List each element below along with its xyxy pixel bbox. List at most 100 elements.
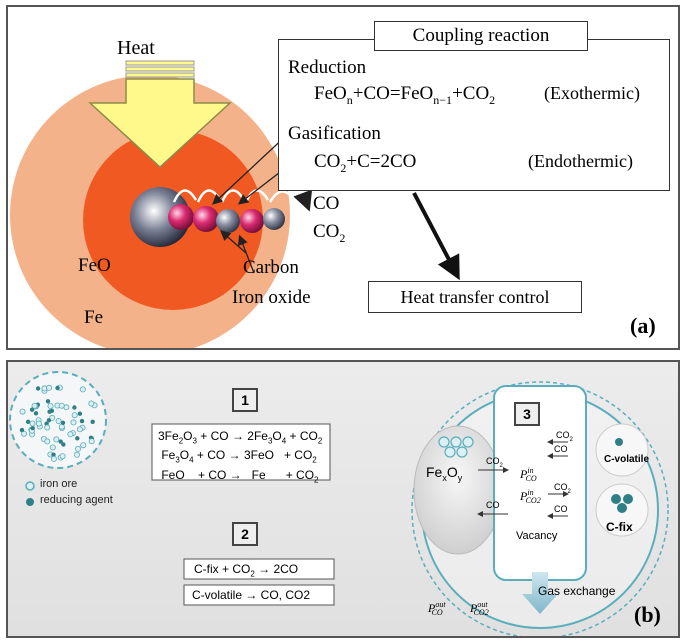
heat-transfer-box: Heat transfer control bbox=[368, 281, 582, 313]
pellet-icon bbox=[9, 371, 107, 469]
heat-label: Heat bbox=[117, 37, 155, 59]
iron-ore-dot bbox=[35, 420, 42, 427]
fexoy-label: FexOy bbox=[426, 464, 463, 483]
cf-co2-label: CO2 bbox=[554, 482, 571, 495]
coupling-reaction-box bbox=[278, 39, 670, 191]
co-out-arrow-label: CO bbox=[486, 500, 500, 510]
reducing-agent-dot bbox=[58, 439, 63, 444]
reducing-agent-dot bbox=[30, 425, 35, 431]
p-co-out: PoutCO bbox=[428, 600, 446, 618]
legend-iron-ore: iron ore bbox=[40, 478, 78, 490]
reducing-agent-dot bbox=[47, 409, 52, 414]
gasification-type: (Endothermic) bbox=[528, 151, 633, 171]
reducing-agent-dot bbox=[60, 420, 66, 425]
heat-arrow-icon bbox=[88, 60, 232, 169]
reducing-agent-dot bbox=[45, 399, 51, 404]
vacancy-label: Vacancy bbox=[516, 530, 558, 542]
panel-a-graphics bbox=[10, 60, 460, 348]
reducing-agent-dot bbox=[55, 385, 60, 391]
reducing-agent-dot bbox=[35, 386, 41, 391]
panel-a: Heat Coupling reaction Reduction FeOn+CO… bbox=[6, 5, 680, 350]
reducing-agent-dot bbox=[75, 436, 80, 441]
iron-ore-dot bbox=[67, 431, 74, 438]
reduction-label: Reduction bbox=[288, 57, 367, 78]
iron-ore-dot bbox=[74, 451, 81, 458]
step2-cfix-reaction: C-fix + CO2 → 2CO bbox=[194, 562, 299, 579]
feo-label: FeO bbox=[78, 255, 111, 276]
carbon-sphere bbox=[216, 209, 240, 233]
iron-ore-dot bbox=[49, 444, 56, 451]
iron-ore-dot bbox=[71, 412, 78, 419]
carbon-sphere bbox=[263, 208, 285, 230]
iron-ore-dot bbox=[20, 430, 27, 437]
reducing-agent-dot bbox=[72, 405, 77, 410]
reduction-type: (Exothermic) bbox=[544, 83, 640, 103]
iron-ore-dot bbox=[46, 384, 53, 391]
co2-in-arrow-label: CO2 bbox=[486, 456, 503, 469]
reducing-agent-dot bbox=[46, 418, 52, 423]
coupling-reaction-title: Coupling reaction bbox=[374, 21, 588, 51]
iron-oxide-label: Iron oxide bbox=[232, 287, 311, 308]
iron-ore-dot bbox=[44, 424, 51, 431]
cv-co2-label: CO2 bbox=[556, 430, 573, 443]
iron-ore-cluster-icon bbox=[438, 436, 474, 458]
legend-reducing-agent: reducing agent bbox=[40, 494, 113, 506]
iron-ore-dot bbox=[75, 445, 82, 452]
panel-b-graphics bbox=[9, 371, 669, 636]
p-co2-out: PoutCO2 bbox=[470, 600, 489, 618]
heat-transfer-arrow-icon bbox=[412, 192, 460, 281]
step2-cvolatile-reaction: C-volatile → CO, CO2 bbox=[192, 588, 311, 602]
cf-co-label: CO bbox=[554, 504, 568, 514]
iron-ore-dot bbox=[70, 419, 77, 426]
iron-ore-dot bbox=[31, 402, 38, 409]
reduction-equation: FeOn+CO=FeOn−1+CO2 bbox=[314, 83, 496, 107]
iron-oxide-sphere bbox=[168, 204, 194, 230]
c-fix-label: C-fix bbox=[606, 520, 633, 534]
carbon-label: Carbon bbox=[243, 257, 299, 278]
iron-ore-dot bbox=[58, 402, 65, 409]
reducing-agent-dot bbox=[90, 419, 95, 424]
iron-oxide-sphere bbox=[193, 206, 219, 232]
iron-ore-dot bbox=[47, 403, 54, 410]
vacancy-column bbox=[493, 385, 587, 581]
iron-oxide-sphere bbox=[240, 209, 264, 233]
iron-ore-dot bbox=[80, 442, 87, 449]
reducing-agent-dot bbox=[25, 419, 31, 424]
iron-ore-dot bbox=[29, 420, 36, 427]
gas-exchange-arrow-icon bbox=[522, 572, 558, 614]
reducing-agent-dot bbox=[19, 427, 25, 433]
gasification-label: Gasification bbox=[288, 123, 381, 144]
iron-ore-legend-icon bbox=[25, 481, 35, 491]
iron-ore-dot bbox=[88, 438, 95, 445]
gas-exchange-label: Gas exchange bbox=[538, 584, 616, 598]
iron-ore-dot bbox=[19, 408, 26, 415]
c-volatile-particle bbox=[595, 423, 649, 477]
panel-b: iron ore reducing agent 1 3Fe2O3 + CO → … bbox=[6, 360, 680, 638]
reducing-agent-dot bbox=[77, 411, 83, 416]
reducing-agent-legend-icon bbox=[26, 498, 34, 506]
reducing-agent-dot bbox=[33, 411, 39, 416]
p-co2-in: PinCO2 bbox=[520, 488, 541, 506]
step3-badge: 3 bbox=[514, 402, 540, 426]
exchange-arrows bbox=[477, 439, 569, 519]
fe-label: Fe bbox=[84, 307, 103, 328]
co2-label: CO2 bbox=[313, 221, 346, 245]
step2-badge: 2 bbox=[232, 522, 258, 546]
reducing-agent-dot bbox=[79, 418, 85, 424]
step1-badge: 1 bbox=[232, 388, 258, 412]
step1-reactions: 3Fe2O3 + CO → 2Fe3O4 + CO2 Fe3O4 + CO → … bbox=[158, 429, 323, 485]
p-co-in: PinCO bbox=[520, 466, 537, 484]
iron-ore-dot bbox=[88, 400, 95, 407]
system-outer-dashed bbox=[411, 381, 669, 636]
c-volatile-label: C-volatile bbox=[604, 454, 650, 465]
iron-ore-dot bbox=[50, 455, 57, 462]
iron-ore-dot bbox=[44, 438, 51, 445]
iron-ore-dot bbox=[53, 436, 60, 443]
iron-ore-dot bbox=[79, 386, 86, 393]
iron-ore-dot bbox=[55, 418, 62, 425]
iron-ore-dot bbox=[59, 453, 66, 460]
panel-b-label: (b) bbox=[634, 602, 661, 627]
iron-ore-dot bbox=[76, 426, 83, 433]
reducing-agent-dot bbox=[51, 452, 56, 457]
iron-ore-dot bbox=[49, 414, 56, 421]
